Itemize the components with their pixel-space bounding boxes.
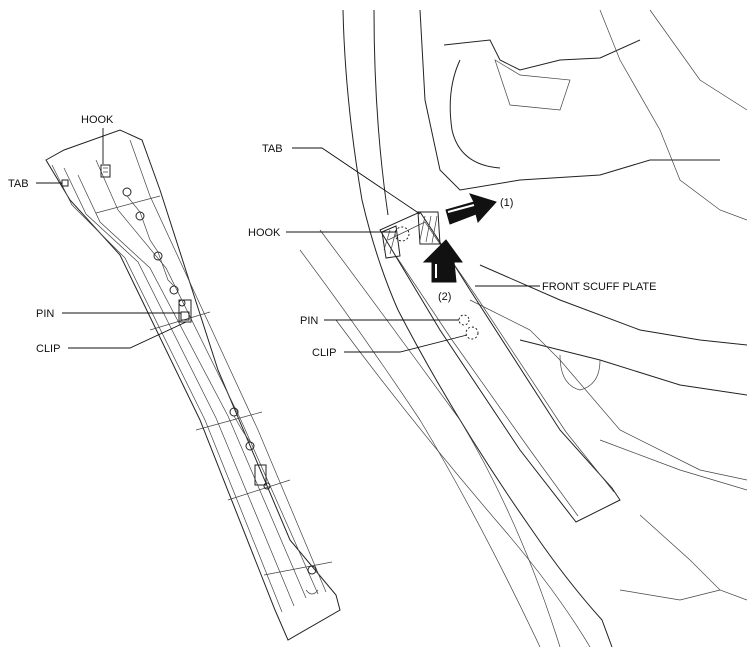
arrow-step-2-icon — [422, 239, 463, 283]
right-callouts: TAB HOOK (1) (2) FRONT SCUFF PLATE PIN C… — [248, 143, 657, 359]
front-scuff-plate-label: FRONT SCUFF PLATE — [542, 281, 657, 293]
left-pin-label: PIN — [36, 308, 54, 320]
vehicle-body-linework — [299, 9, 747, 647]
arrow-step-1-icon — [445, 193, 497, 225]
removal-arrows — [422, 193, 497, 283]
right-tab-label: TAB — [262, 143, 283, 155]
right-hook-label: HOOK — [248, 227, 281, 239]
right-clip-label: CLIP — [312, 347, 336, 359]
step-1-label: (1) — [500, 197, 513, 209]
left-callouts: HOOK TAB PIN CLIP — [8, 114, 187, 355]
step-2-label: (2) — [438, 291, 451, 303]
left-clip-label: CLIP — [36, 343, 60, 355]
front-scuff-plate — [379, 211, 621, 523]
right-pin-label: PIN — [300, 315, 318, 327]
left-hook-label: HOOK — [81, 114, 114, 126]
left-scuff-plate-underside — [45, 129, 341, 641]
left-tab-label: TAB — [8, 178, 29, 190]
